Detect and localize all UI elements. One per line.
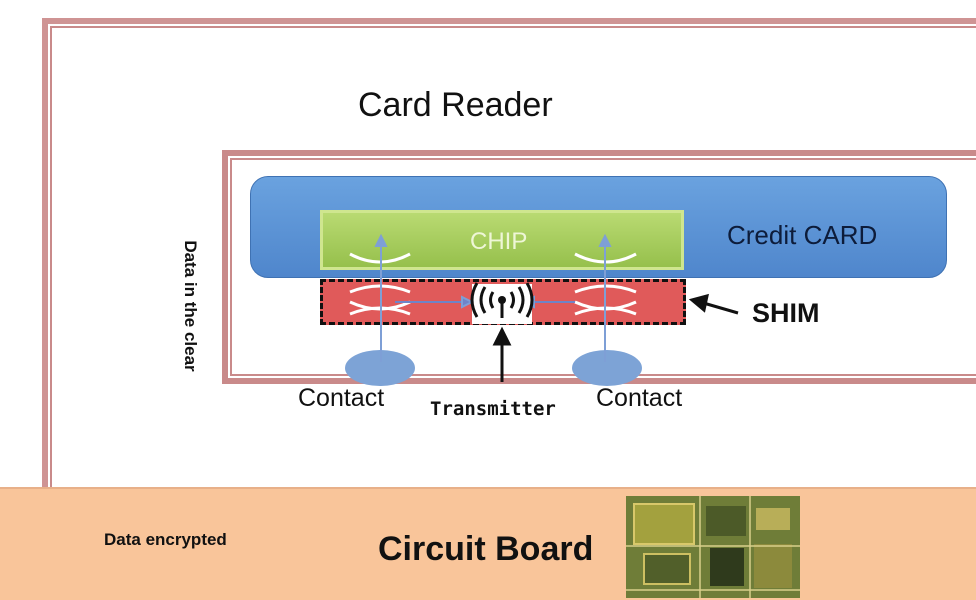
contact-label-right: Contact xyxy=(596,384,683,412)
contact-label-left: Contact xyxy=(298,384,385,412)
shim-label: SHIM xyxy=(752,298,820,328)
chip-label: CHIP xyxy=(470,228,528,255)
contact-pad-right xyxy=(572,350,642,386)
circuit-board-band xyxy=(0,487,976,600)
data-encrypted-label: Data encrypted xyxy=(104,530,227,549)
transmitter-label: Transmitter xyxy=(430,398,556,420)
credit-card-label: Credit CARD xyxy=(727,220,878,250)
card-reader-label: Card Reader xyxy=(358,86,553,124)
wireless-signal-icon xyxy=(470,282,534,324)
circuit-board-photo xyxy=(626,496,800,598)
circuit-board-label: Circuit Board xyxy=(378,530,594,568)
arrow-icon xyxy=(492,293,739,382)
